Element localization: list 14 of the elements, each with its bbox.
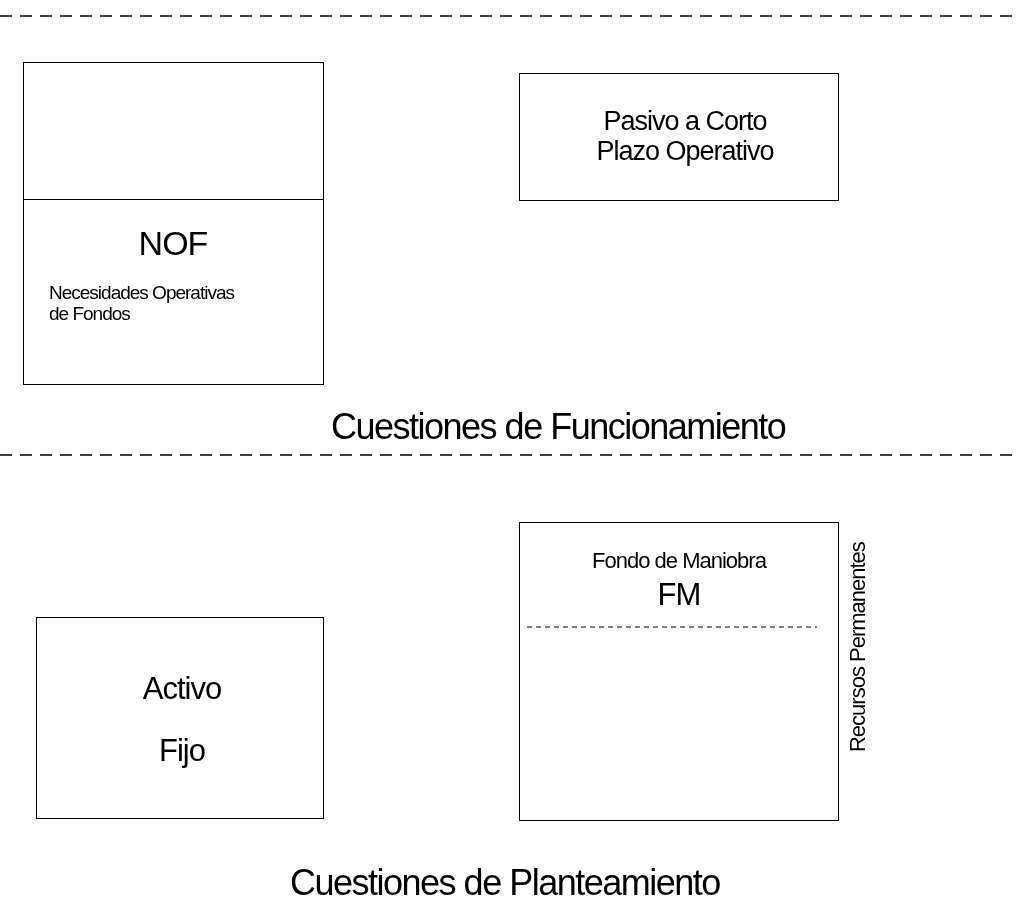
fund-needs-box: [23, 199, 324, 385]
box-subtitle: Necesidades Operativas de Fondos: [49, 283, 234, 325]
working-capital-box: [519, 522, 839, 821]
box-title: Activo Fijo: [141, 670, 223, 770]
side-caption: Recursos Permanentes: [845, 542, 871, 753]
section-heading: Cuestiones de Planteamiento: [290, 862, 720, 904]
section-heading: Cuestiones de Funcionamiento: [331, 406, 786, 448]
liability-box: [519, 73, 839, 201]
box-title: Pasivo a Corto Plazo Operativo: [595, 107, 775, 167]
box-subtitle: FM: [656, 578, 702, 613]
empty-box: [23, 62, 324, 201]
fixed-asset-box: [36, 617, 324, 819]
box-title: NOF: [137, 225, 209, 263]
box-title: Fondo de Maniobra: [591, 549, 768, 574]
